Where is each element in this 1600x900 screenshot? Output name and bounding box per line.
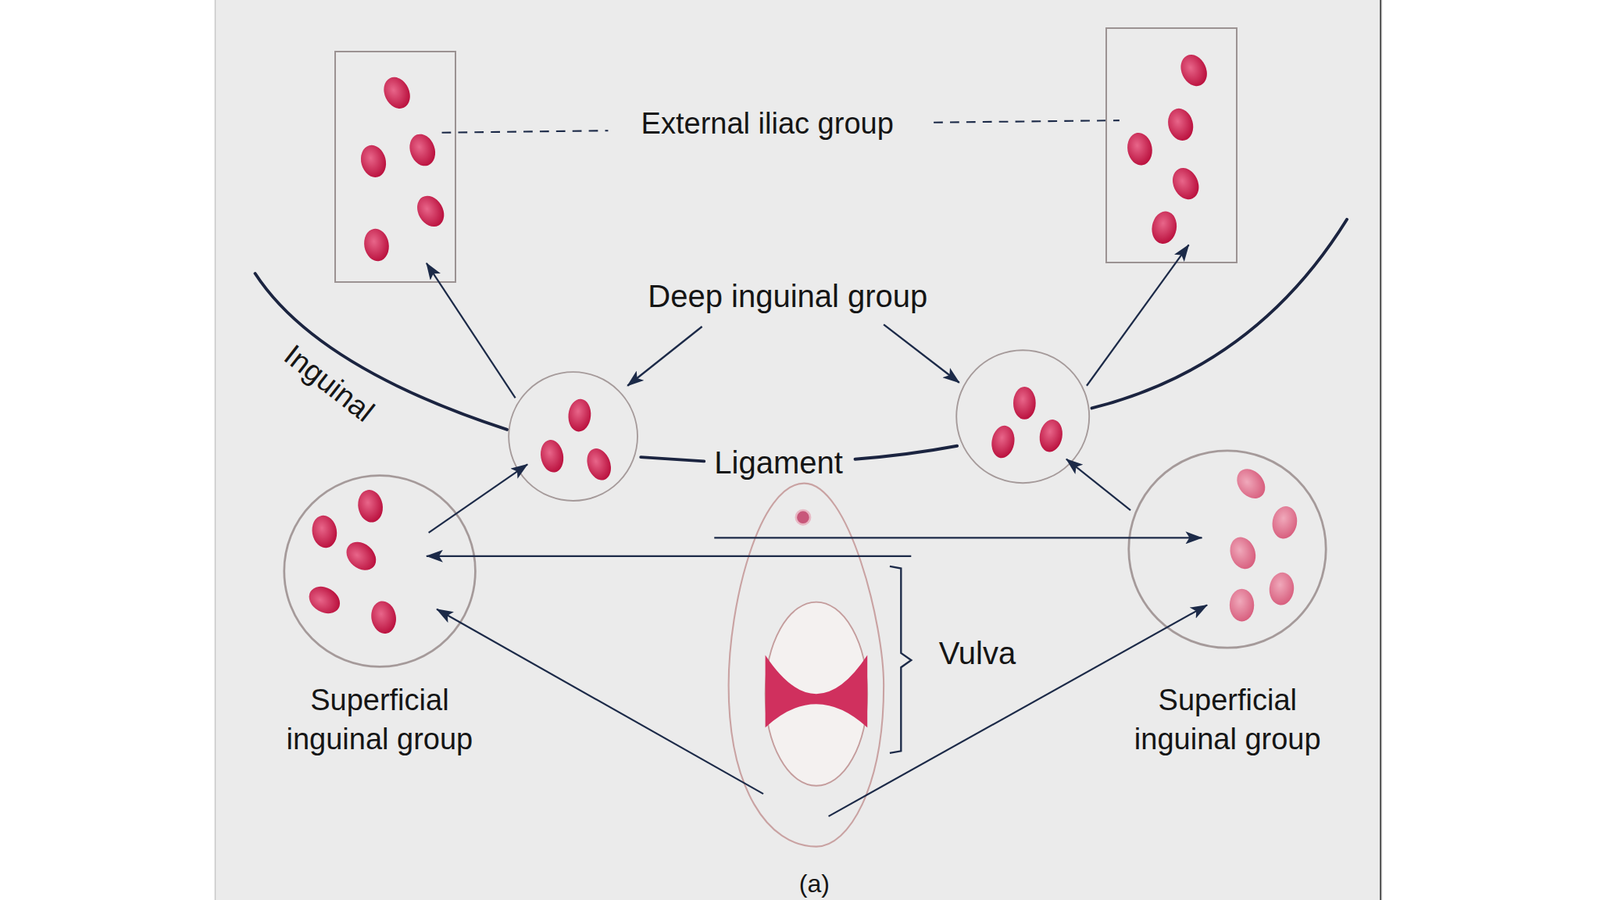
lymph-node (355, 488, 386, 525)
lymph-flow-arrow (828, 604, 1208, 816)
egg-outline (728, 483, 885, 847)
lymph-node (405, 130, 440, 170)
panel-edge (1379, 0, 1382, 900)
lymph-flow-arrow (1086, 244, 1190, 386)
lymph-node (1037, 417, 1066, 454)
bracket (889, 566, 911, 754)
lymph-flow-arrow (428, 464, 529, 533)
leader-arrow (883, 324, 960, 383)
lymph-flow-arrow (426, 555, 911, 558)
lymph-node (368, 599, 399, 636)
lymph-node (538, 438, 567, 475)
external-iliac-box (334, 50, 456, 283)
lymph-node (411, 190, 450, 232)
circle-outline (282, 474, 477, 668)
clitoris-dot (796, 510, 811, 525)
panel-background (214, 0, 1383, 900)
circle-outline (955, 349, 1090, 484)
superficial-inguinal-circle: Superficial inguinal group (1127, 449, 1328, 650)
deep-inguinal-circle (955, 349, 1090, 484)
deep-inguinal-circle (507, 371, 639, 502)
lymph-node (361, 226, 392, 264)
ligament-label: Ligament (714, 443, 843, 482)
lymph-flow-arrow (426, 263, 516, 398)
circle-outline (284, 475, 476, 668)
circle-outline (509, 372, 639, 502)
lymph-flow-arrow (436, 609, 764, 794)
lymph-node (1231, 463, 1272, 504)
lymph-node (1013, 386, 1036, 420)
group-label: Deep inguinal group (647, 277, 928, 315)
node-label: Superficial inguinal group (1114, 681, 1341, 759)
inguinal-ligament (855, 446, 958, 460)
lymph-node (1267, 571, 1296, 606)
lymph-node (1225, 533, 1261, 573)
leader-arrow (627, 326, 702, 386)
superficial-inguinal-circle: Superficial inguinal group (282, 474, 477, 668)
lymph-node (1175, 50, 1212, 91)
egg-outline (726, 481, 886, 849)
leader-line (933, 120, 1120, 123)
circle-outline (1127, 449, 1328, 650)
figure-caption: (a) (799, 868, 830, 899)
lymph-node (989, 423, 1018, 460)
circle-outline (507, 371, 639, 502)
inguinal-ligament (1092, 219, 1348, 409)
panel-edge (214, 0, 216, 900)
lymph-node (1269, 503, 1300, 541)
lymph-node (357, 142, 390, 180)
lymph-node (309, 513, 340, 550)
inguinal-ligament (640, 457, 704, 461)
node-label: Superficial inguinal group (266, 681, 493, 759)
lymph-node (1229, 589, 1254, 622)
lymph-node (567, 398, 593, 433)
ligament-label: Inguinal (276, 337, 381, 430)
external-iliac-box (1105, 27, 1239, 264)
vulva-outline: Vulva (726, 481, 886, 849)
lymph-flow-arrow (714, 536, 1202, 539)
circle-outline (1128, 450, 1326, 647)
lymph-node (340, 535, 382, 576)
leader-line (442, 130, 609, 133)
lymph-node (1164, 105, 1197, 143)
lymph-node (303, 581, 345, 619)
lymph-node (1125, 130, 1155, 168)
vulval-opening (765, 602, 868, 786)
inguinal-ligament (255, 273, 508, 430)
lymph-node (582, 445, 615, 484)
group-label: External iliac group (641, 107, 894, 143)
labia-shape (765, 655, 868, 729)
node-label: Vulva (939, 632, 1017, 674)
lymph-node (1149, 209, 1179, 247)
circle-outline (956, 350, 1090, 483)
lymph-node (378, 72, 415, 113)
lymph-node (1167, 164, 1204, 204)
lymph-flow-arrow (1066, 459, 1131, 511)
